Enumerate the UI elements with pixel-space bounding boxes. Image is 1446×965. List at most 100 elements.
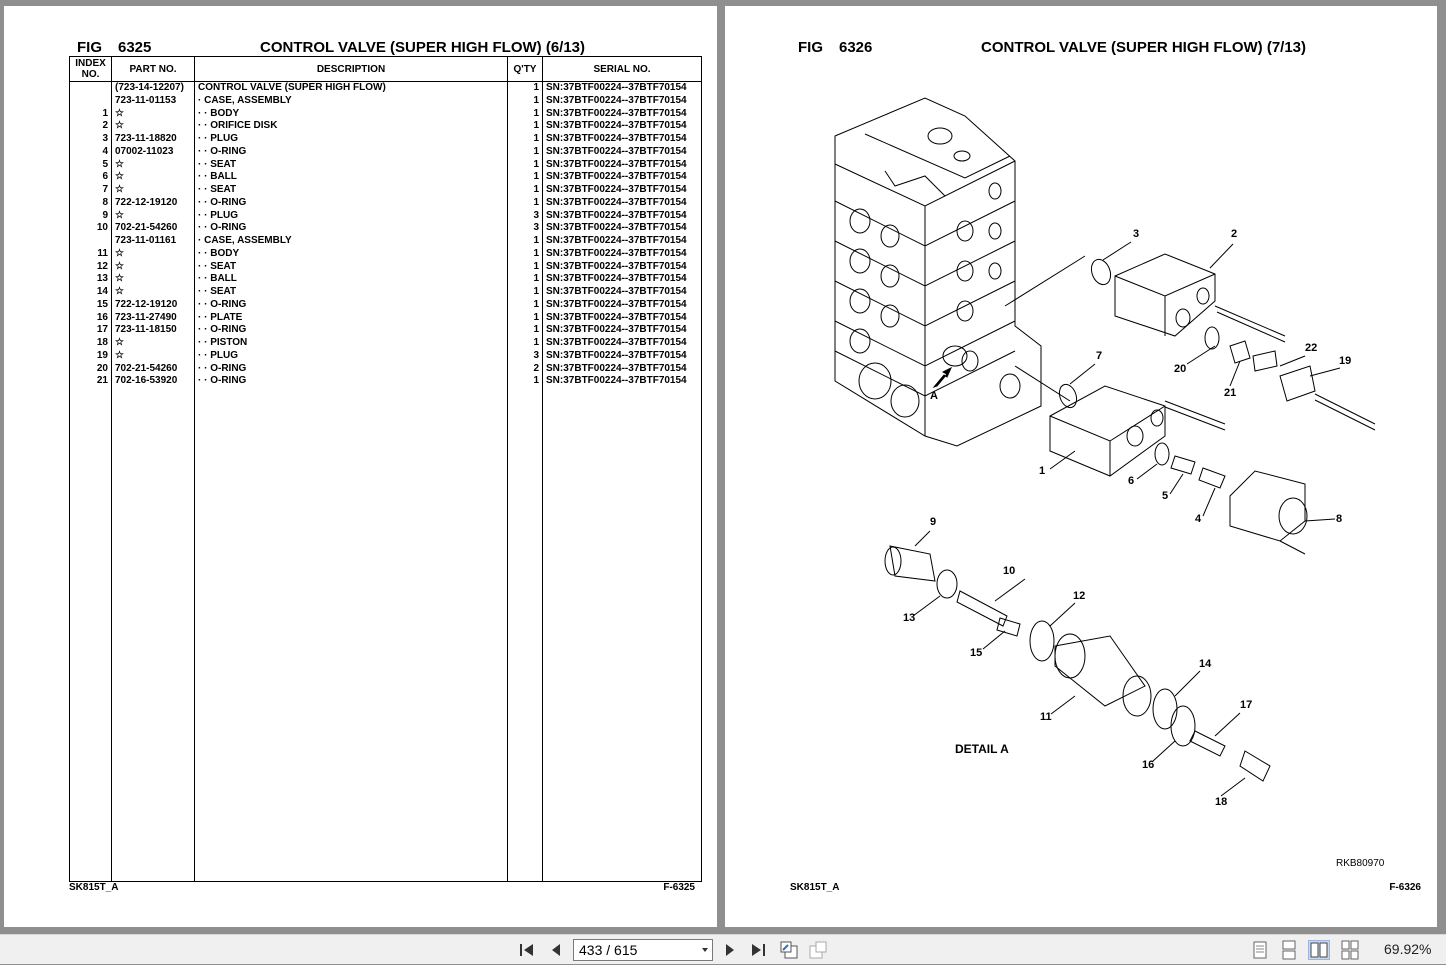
index-cell: 17: [69, 324, 112, 337]
description-cell: · · O-RING: [194, 324, 508, 337]
qty-cell: 3: [507, 222, 543, 235]
serial-no-cell: SN:37BTF00224--37BTF70154: [542, 324, 702, 337]
qty-cell: 3: [507, 349, 543, 363]
zoom-level[interactable]: 69.92%: [1384, 941, 1432, 957]
index-cell: 18: [69, 337, 112, 350]
description-cell: · · O-RING: [194, 298, 508, 312]
qty-cell: 1: [507, 171, 543, 184]
qty-cell: 1: [507, 81, 543, 95]
viewer-toolbar: 433 / 615 69.92%: [0, 934, 1446, 964]
first-page-icon[interactable]: [516, 939, 538, 961]
serial-no-cell: SN:37BTF00224--37BTF70154: [542, 94, 702, 108]
serial-no-cell: SN:37BTF00224--37BTF70154: [542, 337, 702, 350]
index-cell: [69, 235, 112, 248]
serial-no-cell: SN:37BTF00224--37BTF70154: [542, 196, 702, 210]
part-no-cell: ☆: [111, 171, 195, 184]
part-no-cell: ☆: [111, 260, 195, 274]
part-no-cell: ☆: [111, 247, 195, 261]
last-page-icon[interactable]: [747, 939, 769, 961]
index-cell: 2: [69, 120, 112, 133]
qty-cell: 1: [507, 286, 543, 299]
chevron-down-icon: [702, 948, 708, 952]
part-1-body: [1049, 385, 1226, 477]
empty-cell: [69, 388, 112, 882]
previous-view-icon[interactable]: [778, 939, 800, 961]
left-page: FIG 6325 CONTROL VALVE (SUPER HIGH FLOW)…: [4, 6, 717, 927]
part-no-cell: ☆: [111, 273, 195, 286]
description-cell: · · O-RING: [194, 145, 508, 159]
callout-8: 8: [1336, 513, 1342, 525]
index-cell: 10: [69, 222, 112, 235]
part-no-cell: 702-16-53920: [111, 375, 195, 388]
qty-cell: 1: [507, 120, 543, 133]
previous-page-icon[interactable]: [545, 939, 567, 961]
qty-cell: 1: [507, 337, 543, 350]
page-number-select[interactable]: 433 / 615: [573, 939, 713, 961]
empty-cell: [111, 388, 195, 882]
page-title: CONTROL VALVE (SUPER HIGH FLOW) (6/13): [260, 39, 586, 56]
valve-block: [834, 97, 1042, 447]
callout-4: 4: [1195, 513, 1202, 525]
description-cell: · · BALL: [194, 171, 508, 184]
serial-no-cell: SN:37BTF00224--37BTF70154: [542, 235, 702, 248]
callout-9: 9: [930, 516, 936, 528]
table-filler-row: [69, 388, 702, 882]
single-page-view-icon[interactable]: [1249, 940, 1271, 960]
part-no-cell: 702-21-54260: [111, 362, 195, 376]
callout-18: 18: [1215, 796, 1227, 808]
qty-cell: 1: [507, 158, 543, 172]
callout-22: 22: [1305, 342, 1317, 354]
empty-cell: [194, 388, 508, 882]
qty-cell: 1: [507, 311, 543, 325]
part-no-cell: ☆: [111, 349, 195, 363]
part-no-cell: 722-12-19120: [111, 196, 195, 210]
page-title: CONTROL VALVE (SUPER HIGH FLOW) (7/13): [981, 39, 1307, 56]
description-cell: · · ORIFICE DISK: [194, 120, 508, 133]
callout-1: 1: [1039, 465, 1045, 477]
description-cell: · · PLUG: [194, 209, 508, 223]
part-no-cell: ☆: [111, 286, 195, 299]
qty-cell: 1: [507, 298, 543, 312]
facing-pages-view-icon[interactable]: [1308, 940, 1330, 960]
page-indicator: 433 / 615: [579, 942, 638, 958]
callout-14: 14: [1199, 658, 1212, 670]
part-no-cell: 723-11-01161: [111, 235, 195, 248]
qty-cell: 1: [507, 184, 543, 197]
part-no-cell: 723-11-18150: [111, 324, 195, 337]
serial-no-cell: SN:37BTF00224--37BTF70154: [542, 247, 702, 261]
qty-cell: 1: [507, 107, 543, 121]
qty-cell: 1: [507, 324, 543, 337]
continuous-view-icon[interactable]: [1278, 940, 1300, 960]
callout-13: 13: [903, 612, 915, 624]
callout-11: 11: [1040, 711, 1052, 723]
exploded-view-diagram: 3 2 7 22 19 20 21 A 1 6 5 4 8 9 10 12 13…: [834, 97, 1385, 869]
serial-no-cell: SN:37BTF00224--37BTF70154: [542, 120, 702, 133]
description-cell: · · O-RING: [194, 362, 508, 376]
index-cell: [69, 94, 112, 108]
next-view-icon[interactable]: [807, 939, 829, 961]
index-cell: [69, 81, 112, 95]
empty-cell: [542, 388, 702, 882]
description-cell: · · PISTON: [194, 337, 508, 350]
part-no-cell: ☆: [111, 184, 195, 197]
continuous-facing-view-icon[interactable]: [1339, 940, 1361, 960]
next-page-icon[interactable]: [719, 939, 741, 961]
callout-19: 19: [1339, 355, 1351, 367]
qty-cell: 1: [507, 94, 543, 108]
serial-no-cell: SN:37BTF00224--37BTF70154: [542, 349, 702, 363]
index-cell: 21: [69, 375, 112, 388]
description-cell: · · O-RING: [194, 222, 508, 235]
footer-page: F-6326: [1389, 882, 1421, 893]
callout-3: 3: [1133, 228, 1139, 240]
